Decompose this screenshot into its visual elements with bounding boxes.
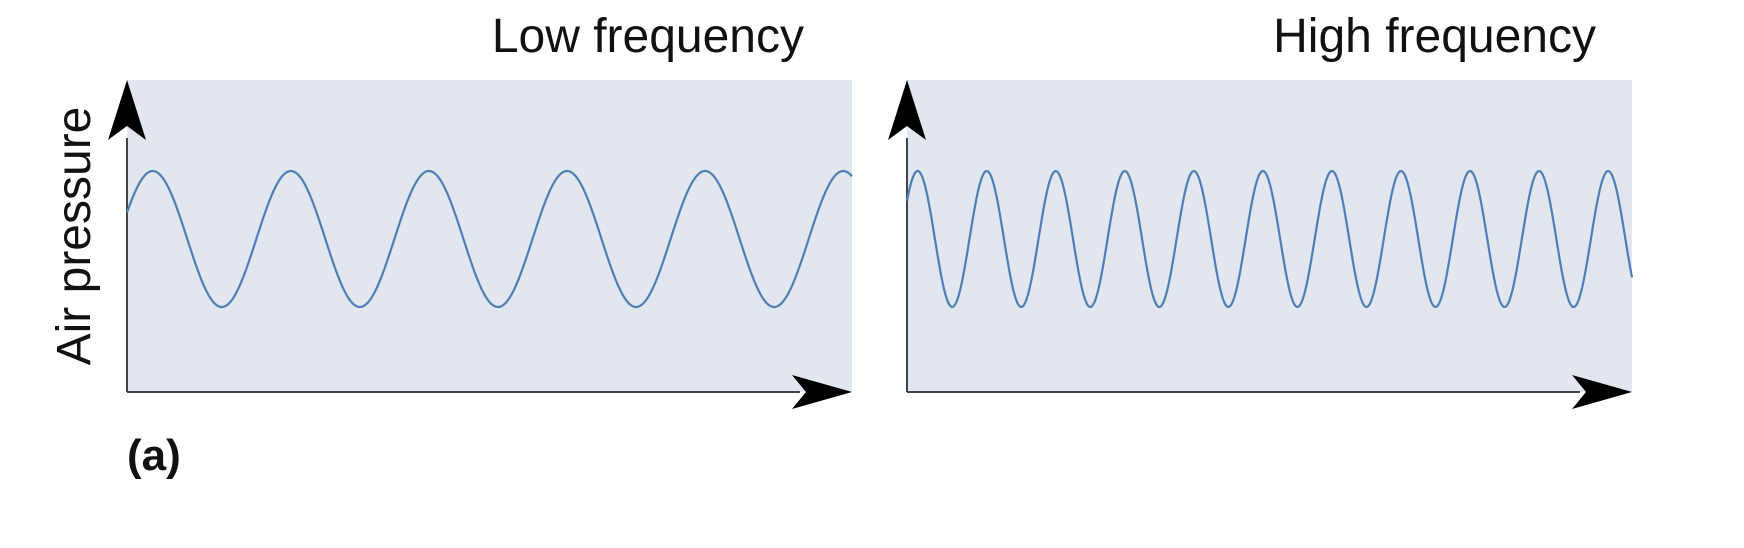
plot-area-low-frequency [127, 80, 852, 392]
wave-line-high-frequency [905, 169, 1634, 309]
y-axis-arrow-low-frequency [108, 80, 146, 140]
part-label: (a) [127, 431, 181, 480]
panel-title-low-frequency: Low frequency [492, 10, 804, 63]
panel-high-frequency: High frequency [888, 10, 1634, 409]
x-axis-arrow-high-frequency [1572, 375, 1632, 409]
y-axis-label: Air pressure [48, 107, 101, 366]
x-axis-arrow-low-frequency [792, 375, 852, 409]
wave-line-low-frequency [125, 169, 853, 309]
plot-area-high-frequency [907, 80, 1632, 392]
panel-title-high-frequency: High frequency [1273, 10, 1596, 63]
y-axis-arrow-high-frequency [888, 80, 926, 140]
panel-low-frequency: Low frequency [108, 10, 853, 409]
